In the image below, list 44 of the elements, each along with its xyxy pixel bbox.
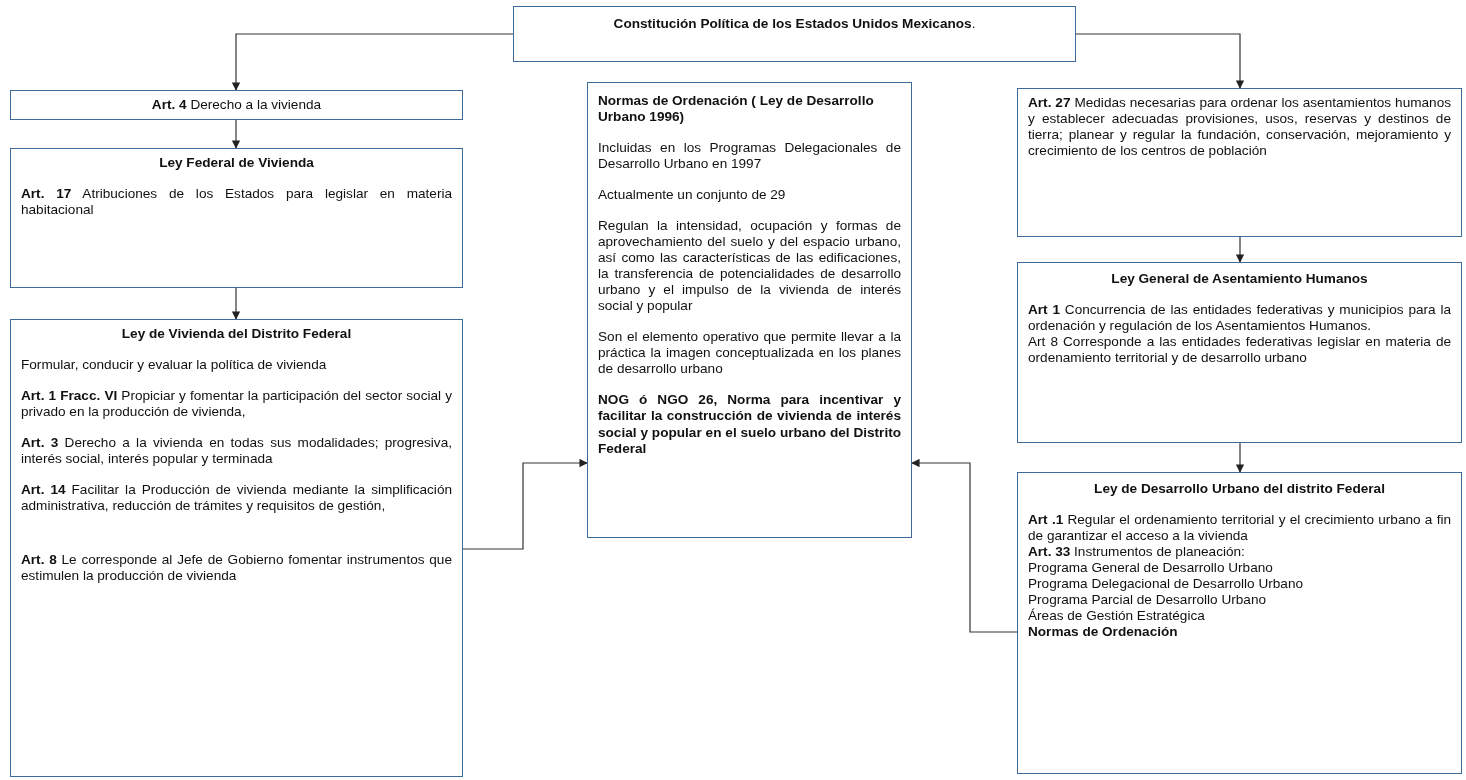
box-heading: Normas de Ordenación ( Ley de Desarrollo Urbano 1996) — [598, 93, 875, 126]
box-heading: Ley General de Asentamiento Humanos — [1110, 271, 1369, 288]
box-text: Constitución Política de los Estados Unidos Mexicanos. — [612, 16, 977, 33]
box-text: Programa General de Desarrollo Urbano — [1028, 560, 1274, 577]
arrow — [231, 287, 241, 320]
arrow — [1075, 33, 1245, 89]
box-text: Programa Parcial de Desarrollo Urbano — [1028, 592, 1267, 609]
text-box — [1017, 88, 1462, 237]
box-heading: Ley Federal de Vivienda — [158, 155, 315, 172]
text-box — [1017, 472, 1462, 774]
box-text: Art .1 Regular el ordenamiento territorial y el crecimiento urbano a fin de garantizar el acceso a la vivienda — [1028, 512, 1451, 545]
arrow — [462, 458, 588, 550]
box-text: Regulan la intensidad, ocupación y formas de aprovechamiento del suelo y del espacio urbano, así como las características de las edificaciones, la transferencia de potencialidades de desarrollo urbano y el impulso de la vivienda de interés social y popular — [598, 218, 901, 315]
text-box — [10, 319, 463, 777]
box-text: Art 1 Concurrencia de las entidades federativas y municipios para la ordenación y regulación de los Asentamientos Humanos. — [1028, 302, 1451, 335]
arrow — [231, 33, 514, 91]
arrow — [911, 458, 1018, 633]
box-text: Art 8 Corresponde a las entidades federativas legislar en materia de ordenamiento territorial y de desarrollo urbano — [1028, 334, 1451, 367]
box-text: Art. 33 Instrumentos de planeación: — [1028, 544, 1246, 561]
box-text: Art. 3 Derecho a la vivienda en todas sus modalidades; progresiva, interés social, interés popular y terminada — [21, 435, 452, 468]
box-text: Incluidas en los Programas Delegacionales de Desarrollo Urbano en 1997 — [598, 140, 901, 173]
arrow — [1235, 442, 1245, 473]
box-text: Art. 27 Medidas necesarias para ordenar los asentamientos humanos y establecer adecuadas provisiones, usos, reservas y destinos de tierra; planear y regular la fundación, conservación, mejoramiento y crecimiento de los centros de población — [1028, 95, 1451, 160]
box-text: Normas de Ordenación — [1028, 624, 1179, 641]
box-text: Art. 4 Derecho a la vivienda — [150, 97, 323, 114]
box-text: Actualmente un conjunto de 29 — [598, 187, 787, 204]
box-text: Art. 17 Atribuciones de los Estados para legislar en materia habitacional — [21, 186, 452, 219]
box-heading: Ley de Desarrollo Urbano del distrito Federal — [1093, 481, 1386, 498]
text-box — [1017, 262, 1462, 443]
arrow — [231, 119, 241, 149]
text-box — [10, 90, 463, 120]
arrow — [1235, 236, 1245, 263]
box-text: Formular, conducir y evaluar la política de vivienda — [21, 357, 328, 374]
text-box — [513, 6, 1076, 62]
box-heading: Ley de Vivienda del Distrito Federal — [120, 326, 353, 343]
box-text: Programa Delegacional de Desarrollo Urbano — [1028, 576, 1305, 593]
box-text: Art. 8 Le corresponde al Jefe de Gobierno fomentar instrumentos que estimulen la producción de vivienda — [21, 552, 452, 585]
box-text: Art. 1 Fracc. VI Propiciar y fomentar la participación del sector social y privado en la producción de vivienda, — [21, 388, 452, 421]
box-text: NOG ó NGO 26, Norma para incentivar y facilitar la construcción de vivienda de interés social y popular en el suelo urbano del Distrito Federal — [598, 392, 901, 457]
box-text: Art. 14 Facilitar la Producción de vivienda mediante la simplificación administrativa, reducción de trámites y requisitos de gestión, — [21, 482, 452, 515]
text-box — [587, 82, 912, 538]
text-box — [10, 148, 463, 288]
box-text: Áreas de Gestión Estratégica — [1028, 608, 1206, 625]
box-text: Son el elemento operativo que permite llevar a la práctica la imagen conceptualizada en los planes de desarrollo urbano — [598, 329, 901, 378]
